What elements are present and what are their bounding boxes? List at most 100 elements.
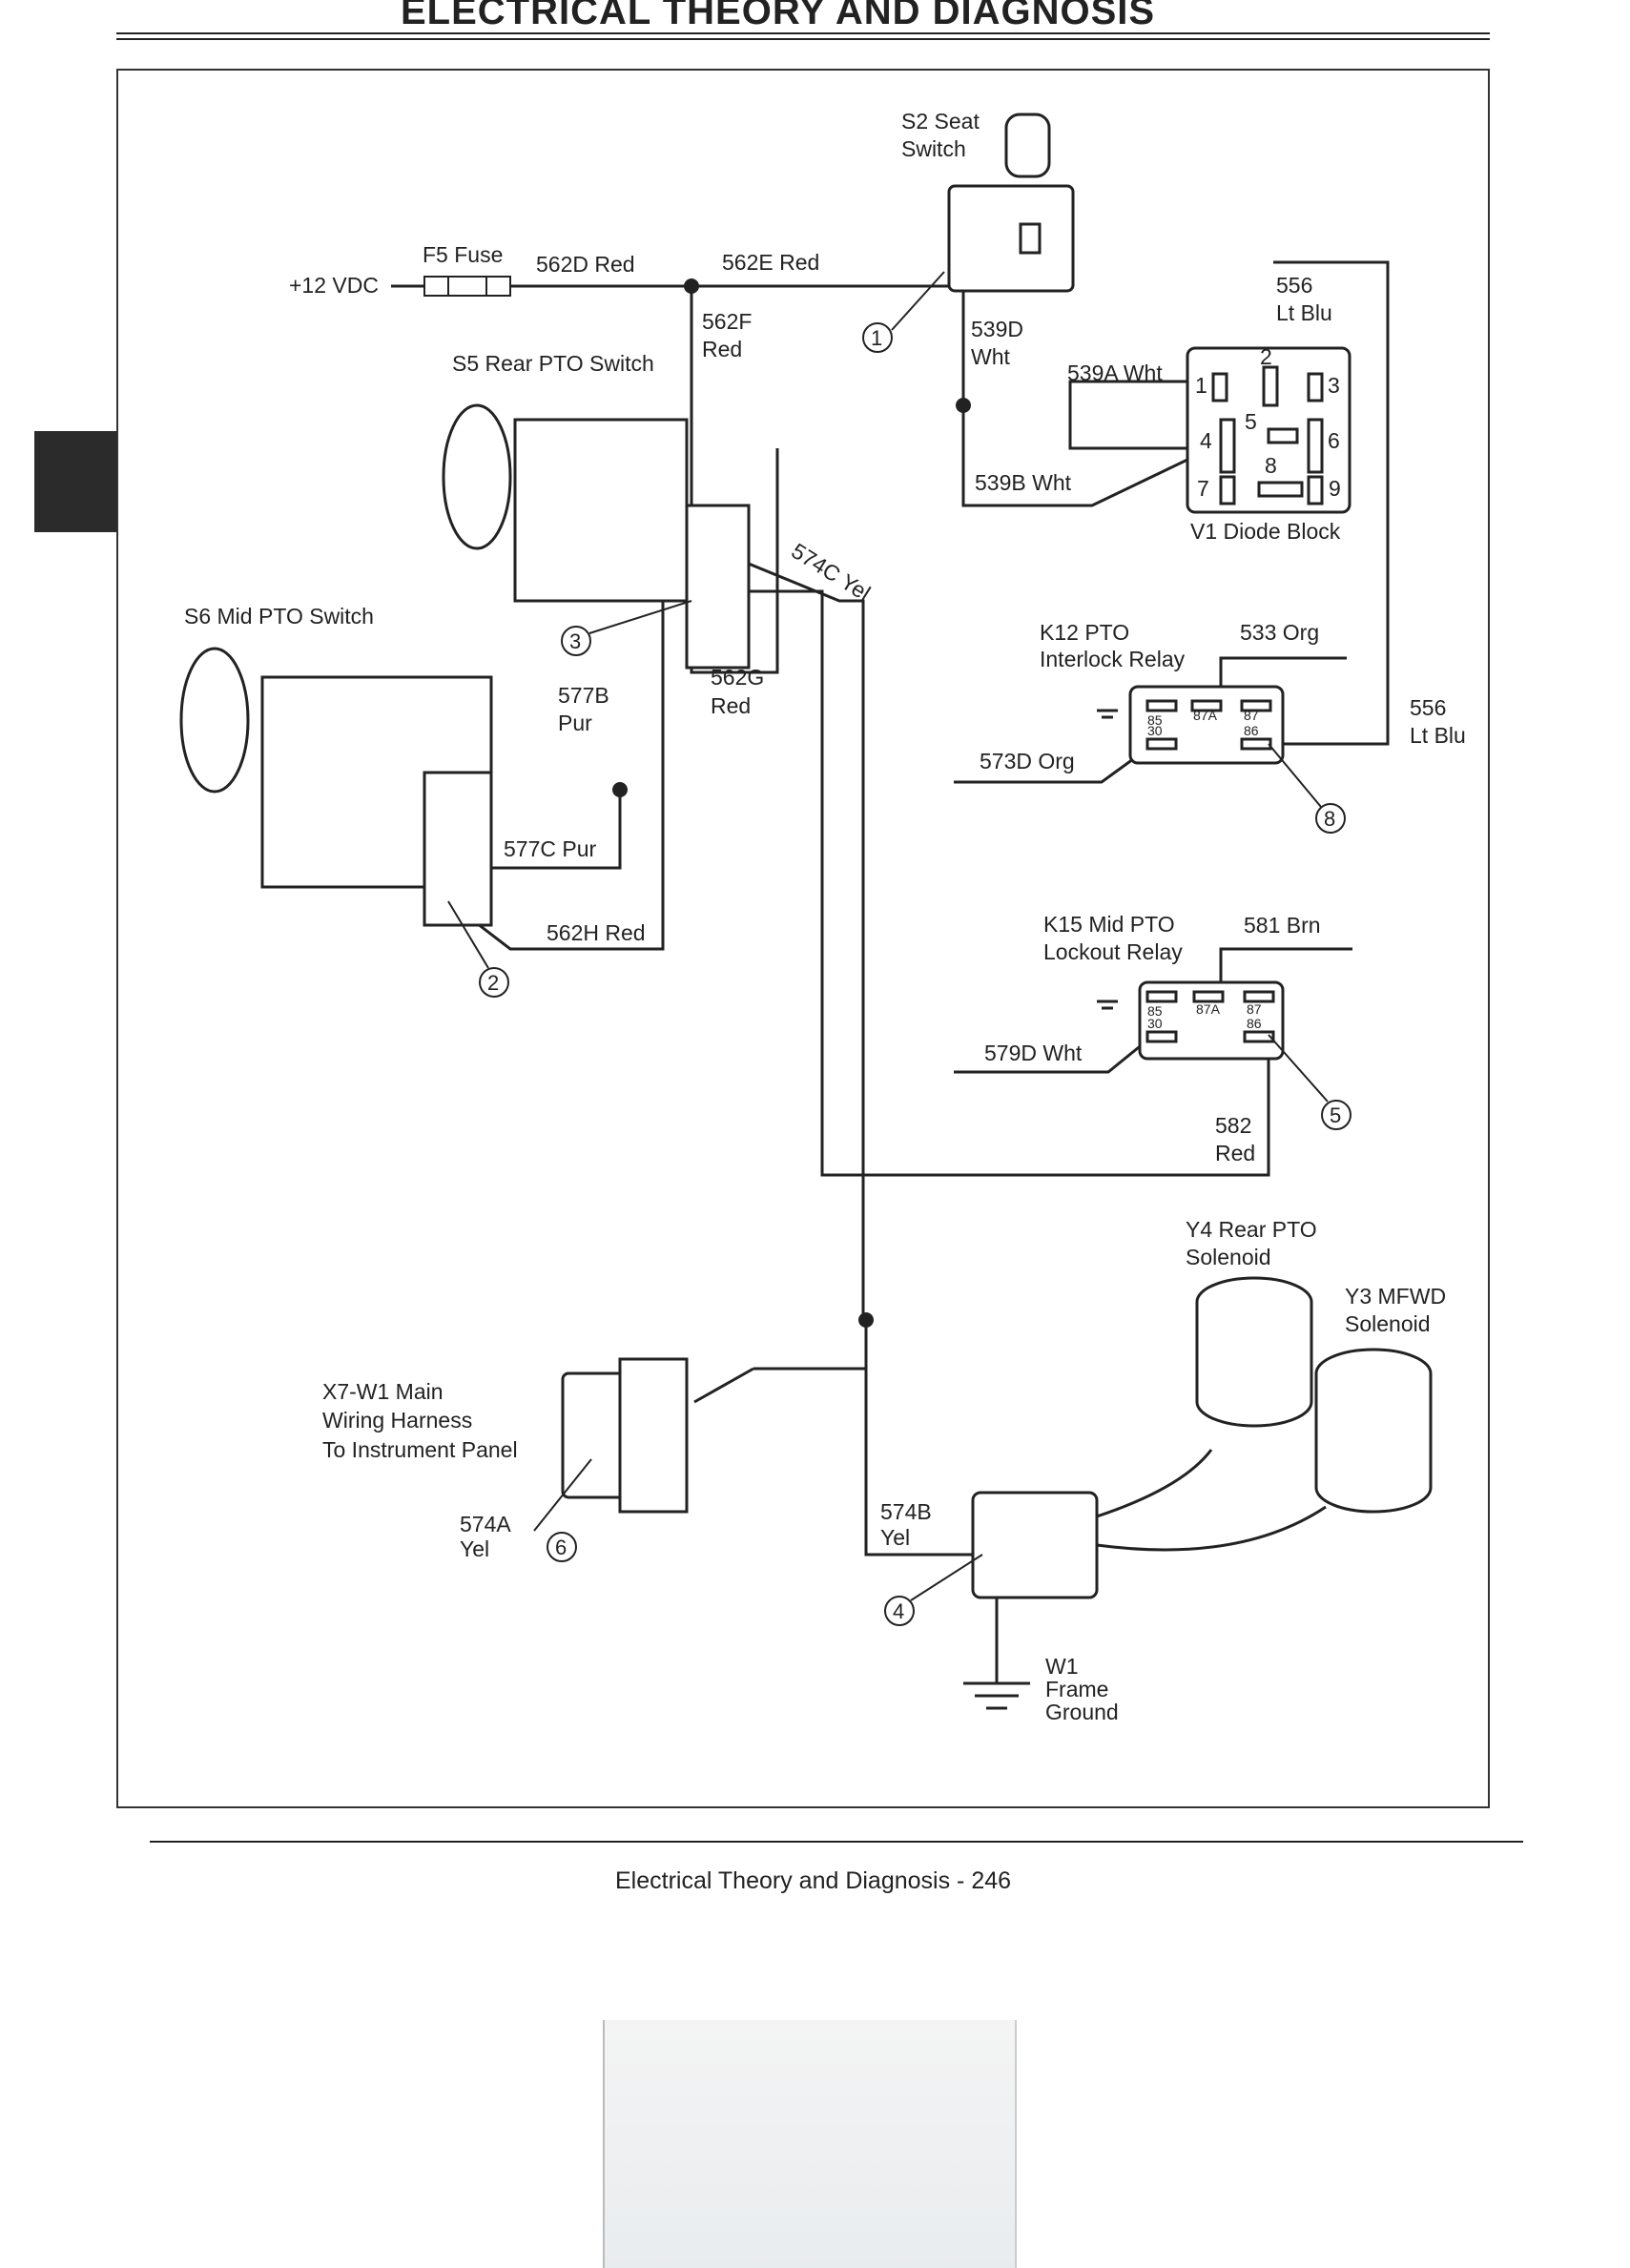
- label-f5: F5 Fuse: [423, 242, 503, 267]
- label-579d: 579D Wht: [984, 1041, 1083, 1065]
- label-556-top-line2: Lt Blu: [1276, 300, 1332, 325]
- footer-page-label: Electrical Theory and Diagnosis - 246: [615, 1867, 1012, 1894]
- k12-pin-85: 85: [1147, 712, 1163, 728]
- diode-pin-4: 4: [1200, 428, 1212, 453]
- s6-mid-pto-switch: [179, 647, 493, 927]
- label-k15-line1: K15 Mid PTO: [1043, 912, 1175, 937]
- label-539d-line1: 539D: [971, 317, 1023, 341]
- k12-pin-87: 87: [1244, 708, 1259, 723]
- diode-pin-9: 9: [1329, 476, 1341, 501]
- callout-leader: [533, 1458, 592, 1532]
- k15-pin-87a: 87A: [1196, 1001, 1221, 1017]
- wire-574b: [864, 1320, 973, 1557]
- label-574b-line1: 574B: [880, 1499, 932, 1524]
- callout-circle: [1315, 803, 1346, 834]
- callout-leader: [1268, 743, 1322, 808]
- label-577b-line1: 577B: [558, 683, 609, 708]
- s2-seat-switch: [947, 113, 1075, 293]
- callout-4: 4: [893, 1599, 904, 1623]
- label-562g-line2: Red: [711, 693, 751, 718]
- footer-rule: [150, 1841, 1523, 1843]
- label-x7-line1: X7-W1 Main: [322, 1379, 444, 1404]
- k12-pin-86: 86: [1244, 723, 1259, 738]
- label-574b-line2: Yel: [880, 1525, 910, 1550]
- callout-6: 6: [555, 1536, 567, 1559]
- callout-1: 1: [871, 326, 882, 350]
- callout-circle: [547, 1532, 577, 1562]
- solenoids: [971, 1276, 1433, 1599]
- k12-pin-87a: 87A: [1193, 708, 1218, 723]
- k12-pin-30: 30: [1147, 723, 1163, 738]
- label-562h: 562H Red: [547, 920, 646, 945]
- s5-rear-pto-switch: [442, 403, 751, 670]
- label-s5: S5 Rear PTO Switch: [452, 351, 654, 376]
- label-556-top-line1: 556: [1276, 273, 1312, 298]
- x7-connector: [561, 1357, 689, 1514]
- diode-pin-5: 5: [1245, 409, 1257, 434]
- ground-symbol: [1097, 709, 1118, 719]
- splice-dot: [858, 1312, 874, 1328]
- label-574a-line1: 574A: [460, 1512, 511, 1536]
- label-562f-line2: Red: [702, 337, 742, 361]
- label-573d: 573D Org: [980, 749, 1075, 773]
- diagram-frame: [116, 69, 1490, 1808]
- callout-circle: [1321, 1100, 1351, 1130]
- callout-circle: [884, 1596, 915, 1626]
- callout-5: 5: [1330, 1103, 1341, 1127]
- wire-539a: [1068, 380, 1211, 450]
- label-x7-line3: To Instrument Panel: [322, 1437, 518, 1462]
- v1-diode-block: [1186, 346, 1351, 514]
- label-582-line1: 582: [1215, 1113, 1251, 1138]
- label-s6: S6 Mid PTO Switch: [184, 604, 374, 629]
- diode-pin-6: 6: [1328, 428, 1340, 453]
- label-556-right-line2: Lt Blu: [1410, 723, 1466, 748]
- label-574c: 574C Yel: [787, 538, 875, 606]
- diode-pin-2: 2: [1260, 344, 1272, 369]
- label-556-right-line1: 556: [1410, 695, 1446, 720]
- callout-circle: [862, 322, 893, 353]
- callout-3: 3: [569, 629, 581, 653]
- label-577b-line2: Pur: [558, 711, 592, 735]
- diode-pin-1: 1: [1195, 373, 1207, 398]
- label-w1-line2: Frame: [1045, 1677, 1108, 1701]
- label-562e: 562E Red: [722, 250, 819, 275]
- label-582-line2: Red: [1215, 1141, 1255, 1165]
- diode-pin-3: 3: [1328, 373, 1340, 398]
- scanner-lid-photo: [603, 2020, 1017, 2268]
- wire-533: [1219, 656, 1347, 696]
- label-k12-line1: K12 PTO: [1040, 620, 1129, 645]
- wire-x7-feed: [693, 1367, 866, 1404]
- callout-2: 2: [487, 971, 499, 995]
- callout-leader: [891, 271, 945, 331]
- label-supply: +12 VDC: [289, 273, 379, 298]
- diode-pin-8: 8: [1265, 453, 1277, 478]
- ground-symbol: [1097, 1000, 1118, 1010]
- label-581: 581 Brn: [1244, 913, 1321, 938]
- callout-leader: [910, 1554, 983, 1601]
- k15-relay: [1138, 980, 1285, 1061]
- callout-leader: [1268, 1034, 1329, 1103]
- callout-8: 8: [1324, 807, 1335, 831]
- k15-pin-30: 30: [1147, 1016, 1163, 1031]
- label-533: 533 Org: [1240, 620, 1319, 645]
- label-y4-line1: Y4 Rear PTO: [1186, 1217, 1317, 1242]
- label-k12-line2: Interlock Relay: [1040, 647, 1186, 671]
- header-rule-lower: [116, 38, 1490, 40]
- wire-556: [1269, 260, 1390, 746]
- label-562g-line1: 562G: [711, 665, 764, 690]
- callout-leader: [588, 600, 692, 634]
- label-539b: 539B Wht: [975, 470, 1072, 495]
- label-s2-line1: S2 Seat: [901, 109, 980, 134]
- splice-dot: [684, 278, 699, 294]
- wire-581: [1219, 947, 1352, 987]
- callout-circle: [479, 967, 509, 998]
- label-539a: 539A Wht: [1067, 361, 1163, 385]
- label-y3-line1: Y3 MFWD: [1345, 1284, 1446, 1309]
- label-x7-line2: Wiring Harness: [322, 1408, 472, 1433]
- label-w1-line1: W1: [1045, 1654, 1079, 1679]
- wire-539d: [961, 286, 1212, 507]
- splice-dot: [612, 782, 628, 797]
- page-title: ELECTRICAL THEORY AND DIAGNOSIS: [401, 0, 1156, 32]
- label-v1: V1 Diode Block: [1190, 519, 1341, 544]
